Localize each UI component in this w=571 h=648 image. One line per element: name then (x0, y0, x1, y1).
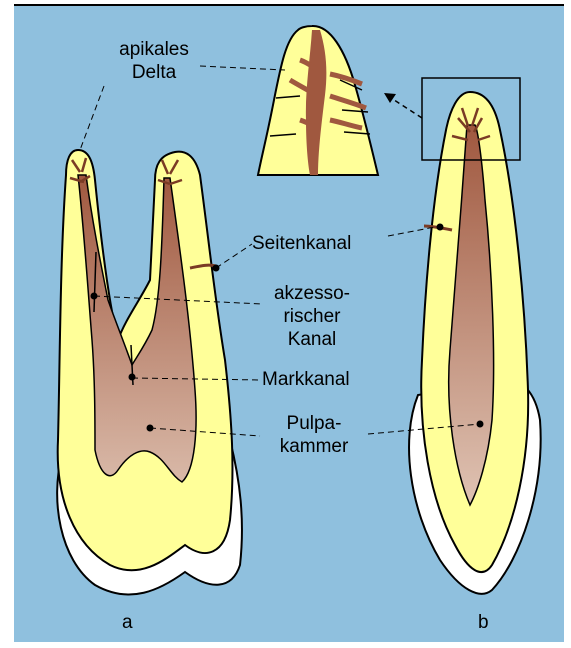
label-accessory-line1: akzesso- (262, 282, 362, 305)
dot-pulp-b (477, 421, 484, 428)
zoom-arrow (384, 93, 422, 118)
dot-medullary (129, 374, 136, 381)
label-pulp-line1: Pulpa- (262, 412, 366, 435)
label-accessory-line3: Kanal (262, 328, 362, 351)
label-accessory-line2: rischer (262, 305, 362, 328)
label-apical-delta: apikales Delta (104, 38, 204, 84)
subfigure-label-b: b (478, 612, 489, 634)
dot-pulp-a (147, 425, 154, 432)
label-apical-delta-line1: apikales (104, 38, 204, 61)
inset-detail (258, 26, 378, 175)
dot-lateral-b (437, 224, 444, 231)
label-lateral-canal: Seitenkanal (252, 232, 351, 255)
label-accessory-canal: akzesso- rischer Kanal (262, 282, 362, 351)
label-apical-delta-line2: Delta (104, 61, 204, 84)
tooth-a (57, 150, 242, 595)
dot-accessory (91, 293, 98, 300)
dot-lateral-a (213, 265, 220, 272)
tooth-b (409, 78, 541, 594)
label-pulp-chamber: Pulpa- kammer (262, 412, 366, 458)
label-medullary-canal: Markkanal (262, 368, 350, 391)
subfigure-label-a: a (122, 612, 133, 634)
label-pulp-line2: kammer (262, 435, 366, 458)
